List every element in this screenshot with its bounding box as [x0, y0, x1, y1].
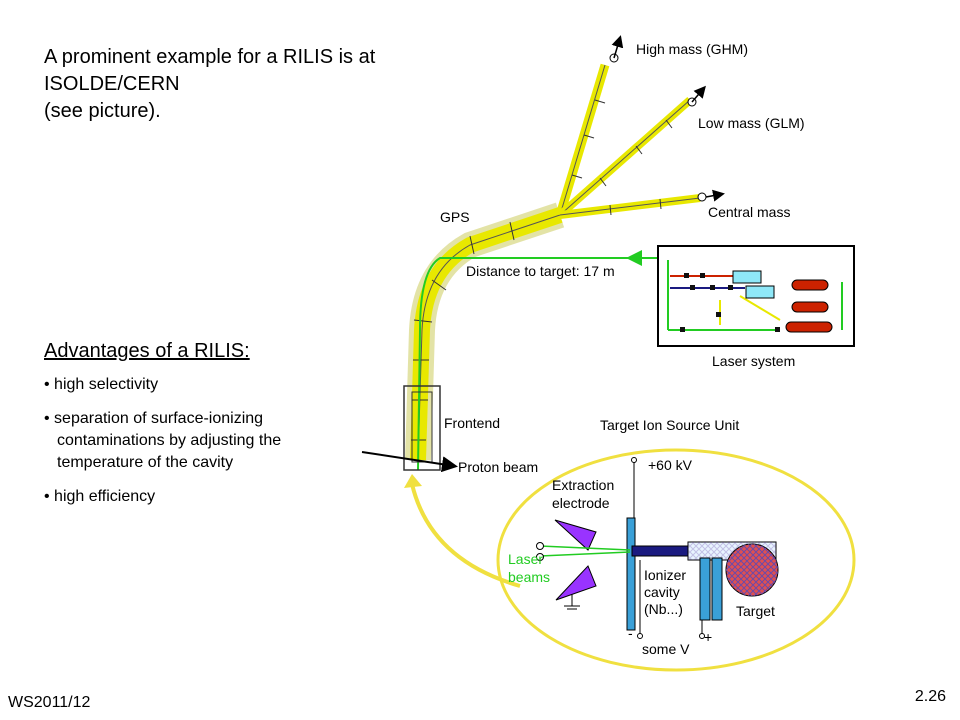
list-item-continuation: temperature of the cavity — [57, 454, 234, 471]
advantages-list: • high selectivity • separation of surfa… — [44, 374, 374, 520]
laser-system — [657, 245, 855, 347]
label-low-mass: Low mass (GLM) — [698, 115, 805, 131]
tisu-ellipse — [496, 448, 856, 672]
list-item: • high efficiency — [44, 488, 156, 505]
label-laser-2: beams — [508, 569, 550, 585]
label-high-mass: High mass (GHM) — [636, 41, 748, 57]
frontend — [361, 385, 458, 473]
tisu-detail — [536, 457, 779, 639]
label-minus: - — [628, 625, 633, 641]
footer-semester: WS2011/12 — [8, 694, 91, 711]
intro-line-2: ISOLDE/CERN — [44, 73, 180, 95]
output-arrows — [609, 35, 725, 202]
label-frontend: Frontend — [444, 415, 500, 431]
zoom-arrow-head — [404, 474, 422, 488]
page-number: 2.26 — [914, 688, 946, 705]
laser-path — [417, 250, 660, 471]
label-central-mass: Central mass — [708, 204, 790, 220]
label-extraction-1: Extraction — [552, 477, 614, 493]
label-plus: + — [704, 629, 712, 645]
label-distance: Distance to target: 17 m — [466, 263, 615, 279]
intro-line-1: A prominent example for a RILIS is at — [44, 46, 376, 68]
label-laser-1: Laser — [508, 551, 543, 567]
label-some-v: some V — [642, 641, 690, 657]
list-item: • separation of surface-ionizing contami… — [44, 408, 374, 474]
beamline — [405, 63, 701, 461]
label-laser-system: Laser system — [712, 353, 795, 369]
label-gps: GPS — [440, 209, 470, 225]
list-item-continuation: contaminations by adjusting the — [57, 432, 282, 449]
advantages-title: Advantages of a RILIS: — [44, 340, 250, 362]
intro-text: A prominent example for a RILIS is at IS… — [44, 44, 464, 125]
label-target: Target — [736, 603, 775, 619]
label-tisu: Target Ion Source Unit — [600, 417, 739, 433]
label-kv: +60 kV — [648, 457, 693, 473]
list-item: • high selectivity — [44, 376, 159, 393]
label-ionizer-1: Ionizer — [644, 567, 686, 583]
label-ionizer-3: (Nb...) — [644, 601, 683, 617]
intro-line-3: (see picture). — [44, 100, 161, 122]
label-ionizer-2: cavity — [644, 584, 680, 600]
label-proton-beam: Proton beam — [458, 459, 538, 475]
label-extraction-2: electrode — [552, 495, 610, 511]
